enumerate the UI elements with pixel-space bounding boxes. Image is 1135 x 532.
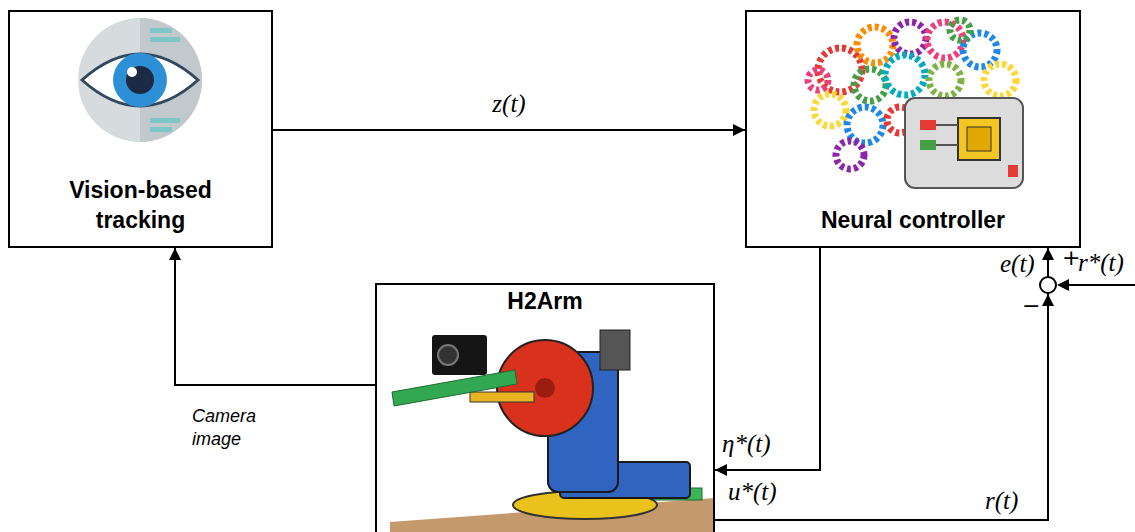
summing-circle [1040,277,1056,293]
sign-symbol: + [1062,246,1080,270]
signal-label: e(t) [1000,250,1035,278]
chip-board-icon [905,98,1023,188]
arrowhead [1057,279,1069,291]
robot-arm-illustration [390,330,715,532]
process-box: Neural controller [745,10,1081,248]
box-title: H2Arm [507,287,582,317]
signal-arrow [175,248,375,385]
signal-label: u*(t) [728,478,777,506]
process-box: Vision-based tracking [8,10,273,248]
reference-input-wire [1068,284,1135,286]
sign-symbol: − [1022,294,1040,318]
signal-arrow [715,248,1048,520]
signal-label: r(t) [985,487,1018,515]
process-box: H2Arm [375,283,715,532]
signal-label: Camera image [192,405,272,452]
signal-arrow [715,248,820,470]
signal-arrow [273,129,745,131]
signal-label: z(t) [492,90,525,118]
arrowhead [1042,294,1054,306]
box-title: Neural controller [821,206,1005,236]
signal-label: r*(t) [1078,249,1124,277]
eye-icon [78,18,202,142]
signal-label: η*(t) [722,430,771,458]
box-title: Vision-based tracking [41,176,241,236]
